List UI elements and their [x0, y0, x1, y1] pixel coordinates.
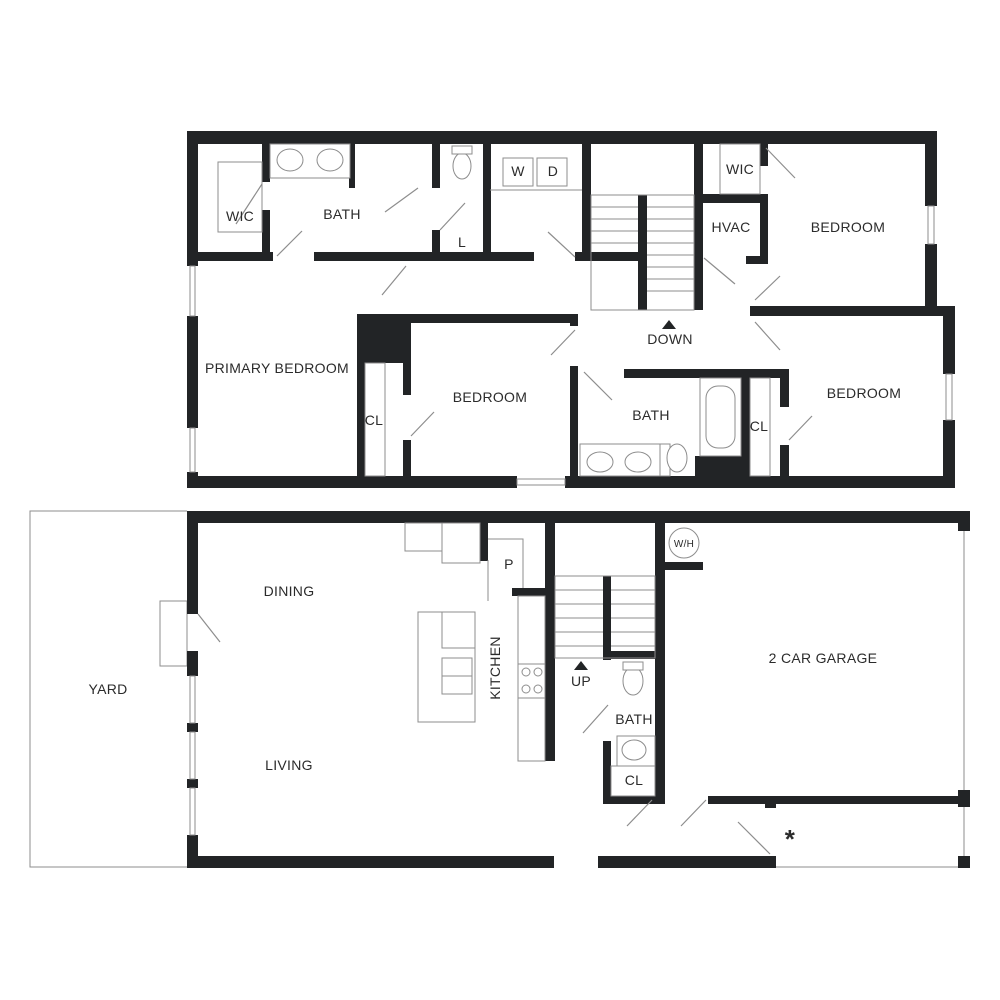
upper-doors — [235, 147, 813, 441]
stairs-down-label: DOWN — [647, 331, 693, 347]
upper-floor: WIC BATH W D L WIC HVAC BEDROOM PRIMARY … — [187, 131, 955, 488]
room-label-closet-lower: CL — [625, 772, 644, 788]
toilet-primary — [452, 152, 472, 180]
lower-exterior-walls — [187, 511, 970, 868]
room-label-closet-center: CL — [365, 412, 384, 428]
toilet-hall — [666, 443, 688, 473]
room-label-dryer: D — [548, 163, 558, 179]
chimney-block — [357, 314, 411, 363]
room-label-closet-east: CL — [750, 418, 769, 434]
room-label-wic-right: WIC — [726, 161, 754, 177]
upper-windows — [189, 205, 953, 486]
room-label-bedroom-se: BEDROOM — [827, 385, 901, 401]
upper-exterior-walls — [187, 131, 955, 488]
up-arrow-icon — [574, 661, 588, 670]
fridge — [404, 522, 443, 552]
room-label-kitchen: KITCHEN — [487, 636, 503, 700]
stairs-up — [554, 575, 656, 670]
water-heater — [668, 527, 700, 559]
room-label-bedroom-center: BEDROOM — [453, 389, 527, 405]
lower-bath-fixtures — [610, 527, 700, 797]
lower-doors — [197, 613, 771, 855]
room-label-hvac: HVAC — [711, 219, 750, 235]
room-label-living: LIVING — [265, 757, 313, 773]
room-label-garage: 2 CAR GARAGE — [769, 650, 878, 666]
lower-floor: YARD DINING LIVING KITCHEN P W/H 2 CAR G… — [29, 510, 970, 868]
stairs-down — [590, 194, 695, 329]
room-label-primary-bedroom: PRIMARY BEDROOM — [205, 360, 349, 376]
room-label-bath-lower: BATH — [615, 711, 653, 727]
toilet-lower — [622, 666, 644, 696]
lower-windows — [189, 531, 965, 868]
washer — [502, 157, 534, 187]
room-label-bath-hall: BATH — [632, 407, 670, 423]
asterisk-marker: * — [785, 824, 796, 854]
room-label-water-heater: W/H — [674, 539, 694, 550]
down-arrow-icon — [662, 320, 676, 329]
yard-outline — [29, 510, 188, 868]
room-label-bath-primary: BATH — [323, 206, 361, 222]
dryer — [536, 157, 568, 187]
upper-fixtures — [269, 143, 742, 477]
room-label-washer: W — [511, 163, 525, 179]
room-label-pantry: P — [504, 556, 514, 572]
upper-interior-walls — [198, 144, 789, 476]
lower-labels: YARD DINING LIVING KITCHEN P W/H 2 CAR G… — [88, 539, 877, 854]
room-label-bedroom-ne: BEDROOM — [811, 219, 885, 235]
stairs-up-label: UP — [571, 673, 591, 689]
room-label-linen: L — [458, 234, 466, 250]
room-label-dining: DINING — [264, 583, 315, 599]
room-label-yard: YARD — [88, 681, 127, 697]
kitchen-fixtures — [404, 522, 546, 762]
upper-labels: WIC BATH W D L WIC HVAC BEDROOM PRIMARY … — [205, 161, 901, 434]
lower-interior-walls — [480, 523, 703, 804]
room-label-wic-left: WIC — [226, 208, 254, 224]
